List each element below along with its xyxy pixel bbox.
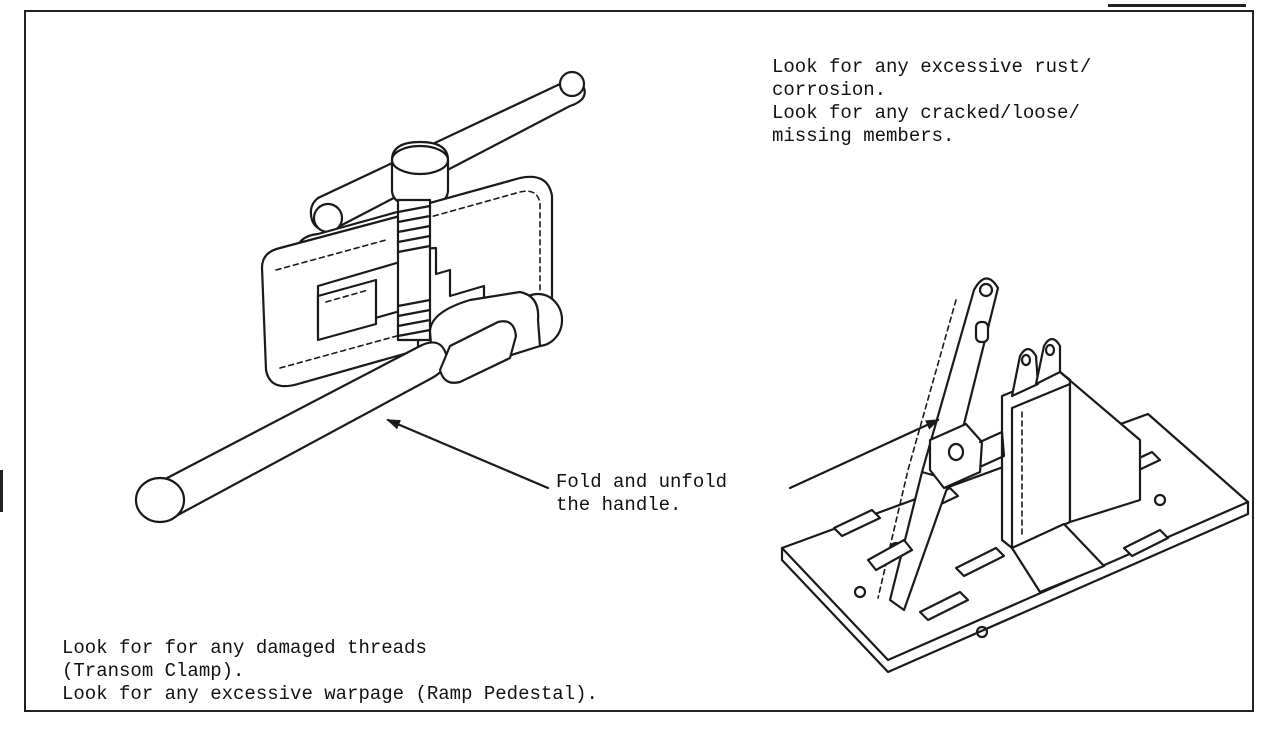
- callout-arrows: [386, 418, 940, 490]
- cracked-note-line-1: Look for any cracked/loose/: [772, 102, 1080, 124]
- fold-handle-note-line-2: the handle.: [556, 494, 682, 516]
- warpage-note: Look for any excessive warpage (Ramp Ped…: [62, 683, 598, 705]
- diagram-frame: [24, 10, 1254, 712]
- transom-clamp-drawing: [134, 70, 586, 524]
- cracked-note-line-2: missing members.: [772, 125, 955, 147]
- fold-handle-note-line-1: Fold and unfold: [556, 471, 728, 493]
- ramp-pedestal-drawing: [780, 277, 1250, 674]
- top-border-mark: [1108, 4, 1246, 7]
- threads-note-line-1: Look for for any damaged threads: [62, 637, 427, 659]
- rust-note-line-2: corrosion.: [772, 79, 887, 101]
- thread-rod: [396, 198, 432, 342]
- rust-note-line-1: Look for any excessive rust/: [772, 56, 1092, 78]
- threads-note-line-2: (Transom Clamp).: [62, 660, 245, 682]
- left-edge-mark: [0, 470, 3, 512]
